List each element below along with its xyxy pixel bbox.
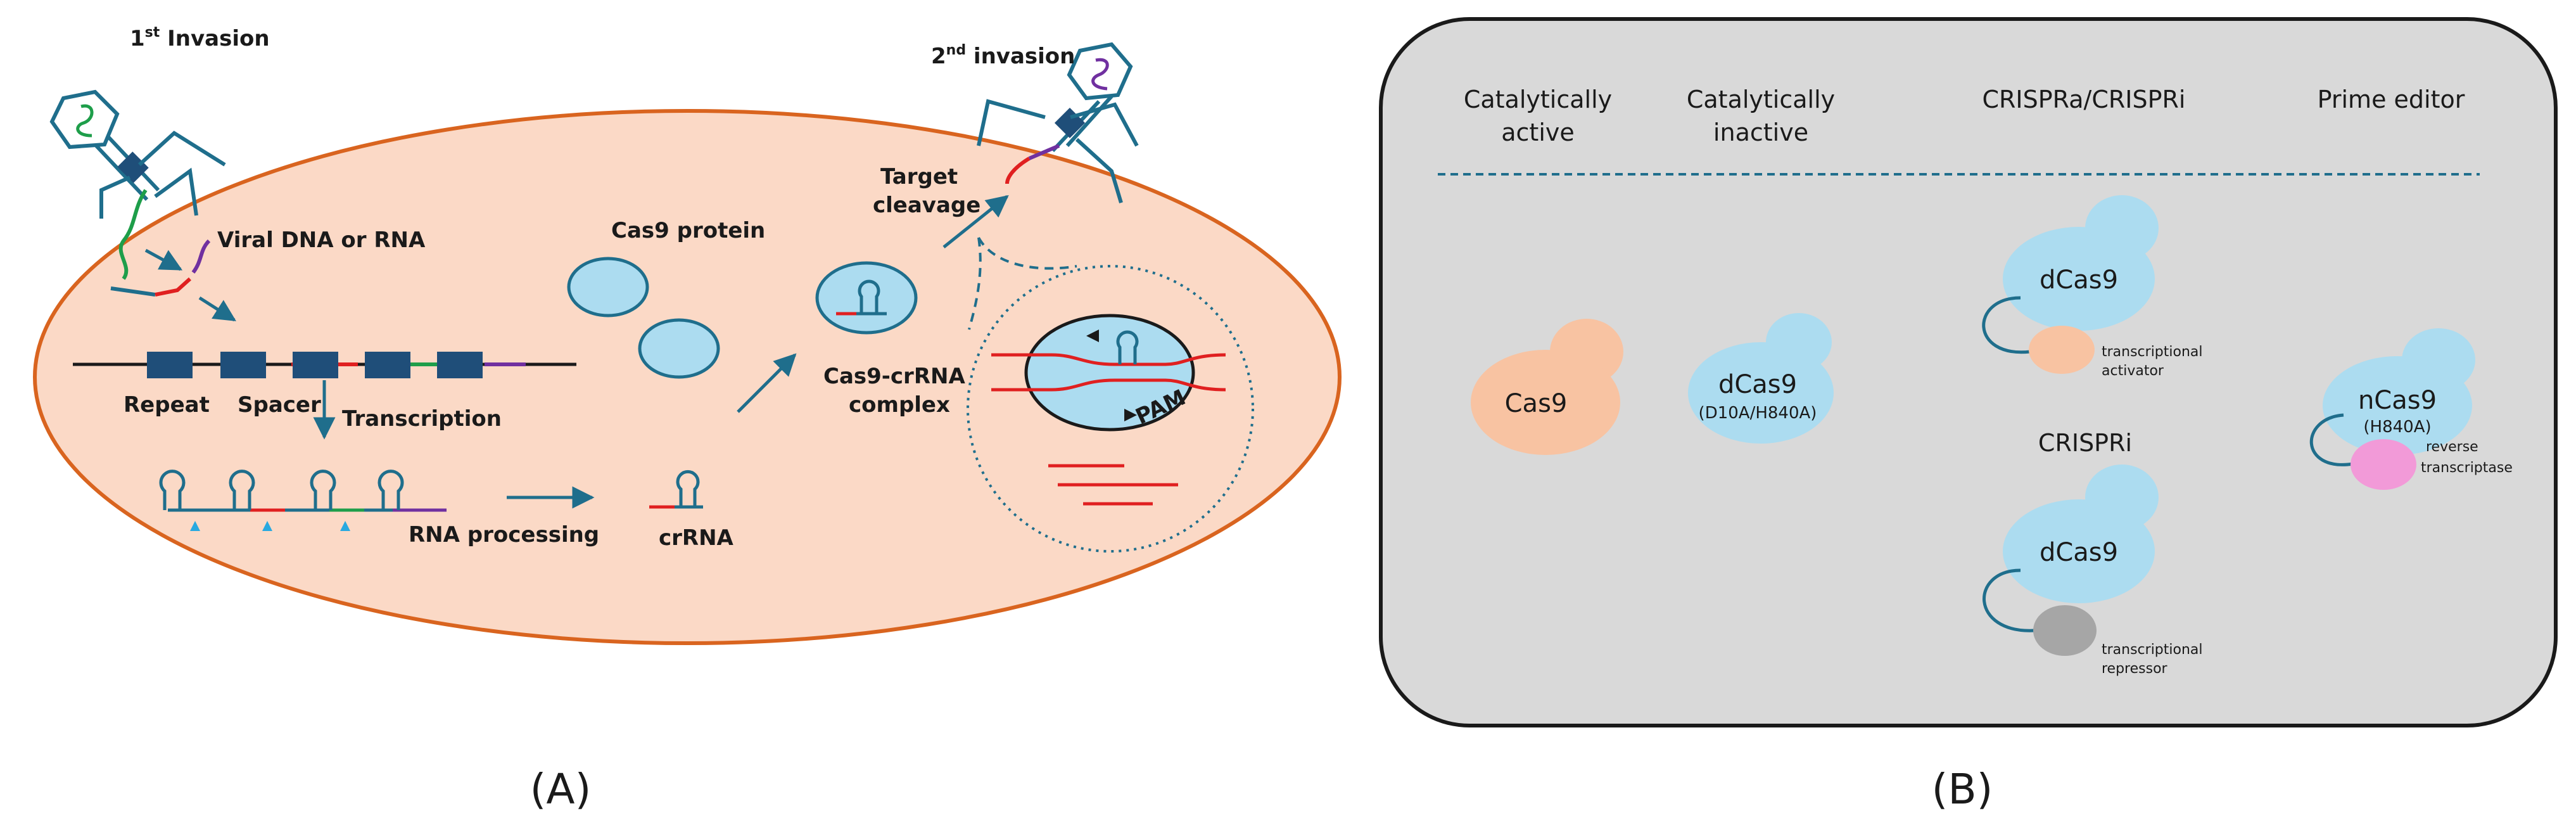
arrow-to-viral	[144, 248, 183, 271]
transcriptional-repressor	[2033, 605, 2097, 656]
repeat-label: Repeat	[124, 392, 210, 418]
repressor-linker	[1983, 568, 2035, 632]
viral-dna-strand	[110, 286, 156, 297]
activator-linker	[1982, 296, 2031, 354]
dcas9-activation-label: dCas9	[2040, 266, 2118, 295]
crispri-subheader: CRISPRi	[2038, 429, 2132, 457]
arrow-to-array	[198, 296, 236, 322]
second-viral-dna-purple	[1028, 144, 1060, 160]
dcas9-inactive-protein	[1688, 313, 1834, 444]
header-catalytically-active-1: Catalytically	[1464, 86, 1612, 113]
ncas9-protein	[2323, 328, 2475, 455]
dcas9-mutations-label: (D10A/H840A)	[1699, 404, 1817, 423]
arrow-to-complex	[737, 353, 797, 413]
activator-label-1: transcriptional	[2102, 344, 2203, 360]
panel-b-label: (B)	[1932, 765, 1993, 814]
panel-a-label: (A)	[530, 765, 592, 814]
cleavage-site-marker	[262, 521, 272, 531]
activator-label-2: activator	[2102, 363, 2164, 379]
phage-second-invasion	[977, 42, 1139, 203]
panel-b-background	[1379, 17, 2558, 727]
second-invasion-label: 2nd invasion	[931, 42, 1075, 69]
phage-first-invasion	[49, 89, 226, 219]
spacer-label: Spacer	[238, 392, 321, 418]
cut-site-marker	[1124, 409, 1137, 421]
cas9-protein-blob	[638, 318, 720, 379]
first-invasion-label: 1st Invasion	[130, 25, 270, 51]
cas9-crrna-complex	[815, 261, 918, 335]
target-dna	[991, 353, 1226, 506]
repeat-box	[365, 352, 410, 378]
repeat-box	[437, 352, 483, 378]
target-cleavage-line2: cleavage	[873, 193, 980, 218]
dcas9-inactive-label: dCas9	[1718, 370, 1797, 399]
zoom-cas9-complex	[1024, 314, 1195, 432]
repeat-box	[147, 352, 193, 378]
crrna-label: crRNA	[659, 525, 734, 551]
zoom-connector	[977, 237, 1077, 270]
target-cleavage-line1: Target	[880, 164, 958, 189]
repressor-label-1: transcriptional	[2102, 642, 2203, 658]
cas9-protein	[1471, 319, 1623, 455]
viral-dna-green	[118, 189, 148, 280]
header-crispra-crispri: CRISPRa/CRISPRi	[1983, 86, 2186, 113]
crrna	[649, 470, 703, 509]
header-catalytically-active-2: active	[1501, 118, 1575, 146]
complex-crrna	[836, 279, 887, 316]
dcas9-repression-label: dCas9	[2040, 538, 2118, 567]
ncas9-label: nCas9	[2358, 386, 2437, 415]
panel-a: 1st Invasion Viral DNA or RNA Repeat Spa…	[33, 25, 1342, 814]
arrow-to-target	[942, 195, 1009, 248]
cut-site-marker	[1086, 330, 1099, 342]
cas9-protein-label: Cas9 protein	[611, 218, 765, 243]
pre-crrna	[159, 470, 447, 512]
crispr-array	[73, 352, 576, 378]
repeat-box	[293, 352, 338, 378]
cas9-protein-blob	[567, 257, 649, 317]
complex-label-line2: complex	[849, 392, 950, 418]
second-viral-dna-red	[1005, 157, 1031, 184]
reverse-transcriptase	[2351, 439, 2416, 490]
cleavage-site-marker	[190, 521, 200, 531]
ncas9-mutation-label: (H840A)	[2363, 418, 2431, 437]
header-prime-editor: Prime editor	[2318, 86, 2465, 113]
rt-label-2: transcriptase	[2421, 460, 2513, 476]
repeat-box	[220, 352, 266, 378]
viral-dna-red	[155, 277, 192, 297]
header-catalytically-inactive-1: Catalytically	[1687, 86, 1835, 113]
viral-dna-or-rna-label: Viral DNA or RNA	[217, 227, 426, 253]
zoom-crrna-hairpin	[1116, 330, 1139, 364]
transcriptional-activator	[2029, 326, 2095, 374]
header-catalytically-inactive-2: inactive	[1713, 118, 1808, 146]
dcas9-repression-protein	[2003, 464, 2159, 603]
cas9-label: Cas9	[1505, 389, 1568, 418]
repressor-label-2: repressor	[2102, 661, 2168, 677]
viral-rna-purple	[191, 239, 211, 274]
cleavage-site-marker	[340, 521, 350, 531]
panel-b: Catalytically active Catalytically inact…	[1379, 17, 2558, 814]
rt-label-1: reverse	[2426, 439, 2478, 455]
dcas9-activation-protein	[2003, 195, 2159, 331]
rt-linker	[2309, 413, 2354, 466]
rna-processing-label: RNA processing	[409, 522, 599, 548]
transcription-label: Transcription	[342, 406, 502, 432]
complex-label-line1: Cas9-crRNA	[823, 364, 965, 389]
